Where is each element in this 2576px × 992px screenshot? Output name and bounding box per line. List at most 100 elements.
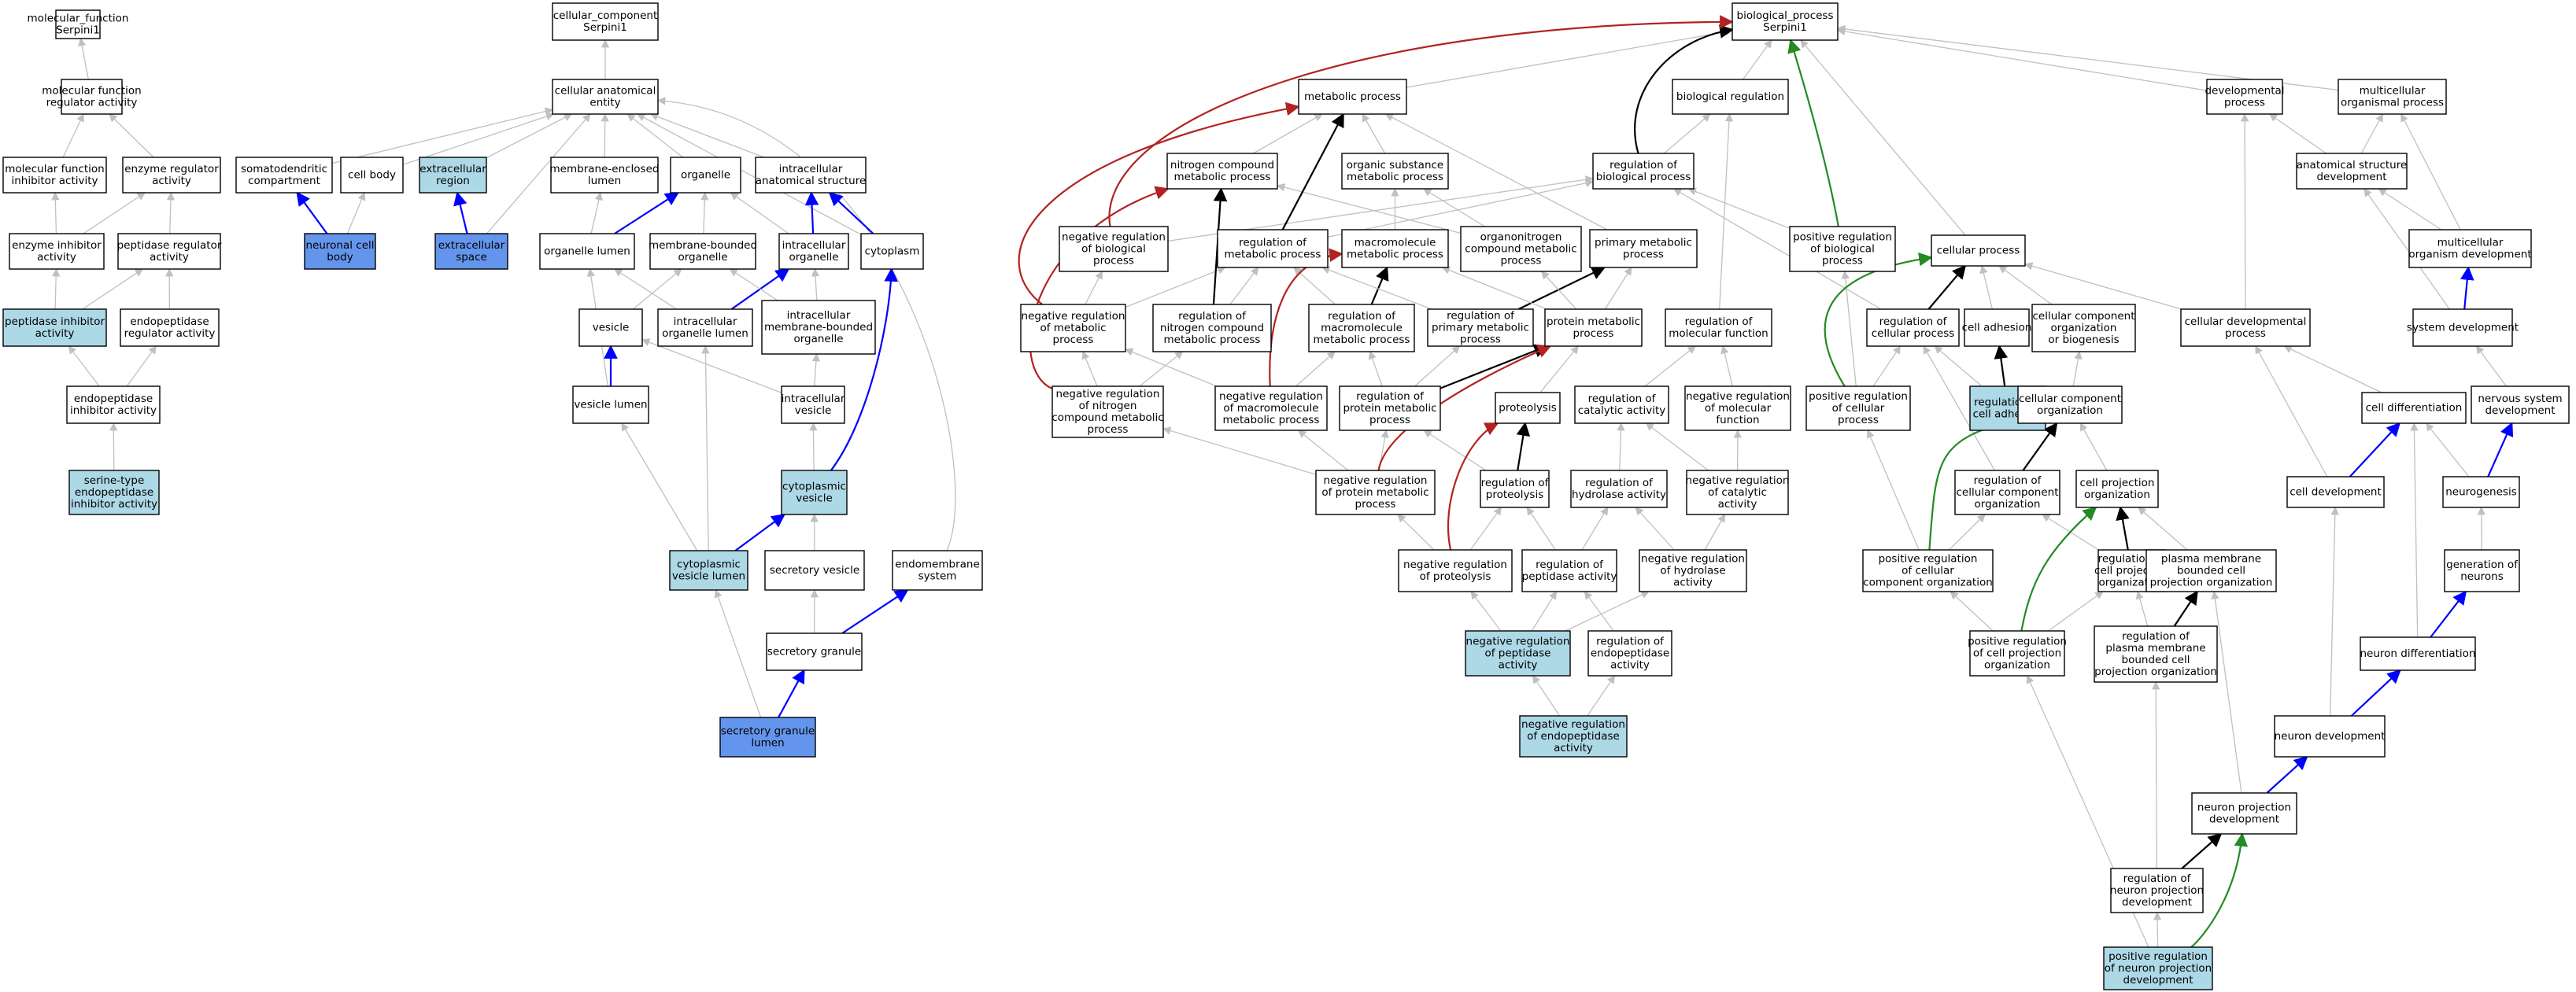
node-secgran[interactable]: secretory granule [766, 632, 863, 671]
node-box [2017, 385, 2123, 424]
node-metab[interactable]: metabolic process [1298, 79, 1407, 115]
node-orglumen[interactable]: organelle lumen [539, 233, 635, 270]
node-veslumen[interactable]: vesicle lumen [572, 385, 649, 424]
node-cellproc[interactable]: cellular process [1931, 234, 2026, 267]
node-neurdiff[interactable]: neuron differentiation [2360, 636, 2476, 671]
node-box [2408, 229, 2532, 268]
node-organelle[interactable]: organelle [670, 157, 741, 194]
node-vesicle[interactable]: vesicle [578, 308, 643, 347]
node-neurogen[interactable]: neurogenesis [2442, 476, 2520, 508]
node-secves[interactable]: secretory vesicle [764, 550, 865, 591]
edge-regprot-to-regmacro [1368, 351, 1383, 387]
node-celldiff[interactable]: cell differentiation [2361, 392, 2467, 424]
node-cellbody[interactable]: cell body [340, 157, 404, 194]
node-sysdev[interactable]: system development [2407, 308, 2519, 347]
node-neurdev[interactable]: neuron development [2274, 715, 2386, 758]
node-proteolysis[interactable]: proteolysis [1495, 392, 1561, 424]
node-celldev[interactable]: cell development [2286, 476, 2385, 508]
node-celladh[interactable]: cell adhesion [1962, 308, 2032, 347]
node-cytoplasm[interactable]: cytoplasm [860, 233, 924, 270]
node-bioreg[interactable]: biological regulation [1672, 79, 1789, 115]
